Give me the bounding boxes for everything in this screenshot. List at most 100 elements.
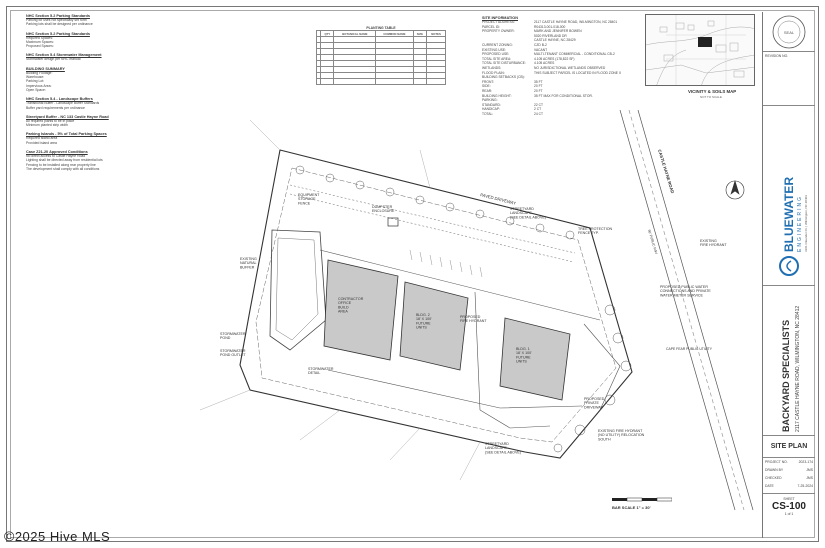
sheet-of: 1 of 1 bbox=[784, 512, 794, 517]
meta-value: JMS bbox=[806, 468, 813, 472]
revision-label: REVISION NO. bbox=[765, 54, 789, 58]
firm-box: BLUEWATER ENGINEERING 3101 Oleander Dr. … bbox=[763, 106, 815, 286]
site-info-row: PROPERTY OWNER:MARK AND JENNIFER BOWEN bbox=[482, 29, 622, 34]
plant-table-row bbox=[315, 36, 446, 44]
sheet-label: SHEET bbox=[783, 497, 795, 501]
note-line: Parking Lot: bbox=[26, 79, 45, 84]
site-info-key: TOTAL: bbox=[482, 111, 494, 116]
note-line: All required plants to be in place bbox=[26, 118, 75, 123]
note-heading: Streetyard Buffer - NC 133 Castle Hayne … bbox=[26, 114, 109, 119]
vicinity-map-label: VICINITY & SOILS MAP bbox=[688, 89, 737, 94]
note-line: Parking for uses not specifically set fo… bbox=[26, 18, 87, 22]
planting-table-title: PLANTING TABLE bbox=[366, 26, 396, 30]
site-info-row: EXISTING USE:VACANT bbox=[482, 48, 622, 53]
site-info-row: STANDARD:22 CT bbox=[482, 103, 622, 108]
seal-box: SEAL bbox=[763, 12, 815, 52]
site-info-value: 24 CT bbox=[534, 111, 543, 116]
site-info-key: BUILDING HEIGHT: bbox=[482, 93, 512, 98]
site-info-value: MARK AND JENNIFER BOWEN bbox=[534, 29, 582, 34]
sheet-number-box: SHEET CS-100 1 of 1 bbox=[763, 494, 815, 538]
site-info-row: 5020 RIVERLAND DR bbox=[482, 34, 622, 39]
stormwater-pond bbox=[269, 229, 327, 351]
vicinity-map bbox=[645, 14, 755, 86]
plant-table-cell bbox=[320, 78, 335, 86]
label-row-66: 66' PUBLIC R/W bbox=[647, 229, 658, 255]
building-2 bbox=[399, 281, 469, 371]
site-info-key: TOTAL SITE DISTURBANCE: bbox=[482, 61, 526, 66]
svg-text:BLUEWATER: BLUEWATER bbox=[782, 177, 796, 252]
site-info-key: FLOOD PLAIN: bbox=[482, 70, 505, 75]
site-info-value: 22 CT bbox=[534, 102, 543, 107]
property-boundary bbox=[239, 149, 633, 459]
sheet-number: CS-100 bbox=[772, 501, 806, 513]
meta-key: CHECKED bbox=[765, 476, 782, 480]
note-line: Building Footage: bbox=[26, 70, 53, 75]
site-information: SITE INFORMATION PROJECT ADDRESS:2117 CA… bbox=[482, 16, 622, 116]
site-info-row: REAR:20 FT bbox=[482, 89, 622, 94]
plant-table-cell bbox=[412, 78, 428, 86]
note-line: Transitional Buffer - Landscape Buffer S… bbox=[26, 101, 100, 106]
sheet-title: SITE PLAN bbox=[770, 443, 808, 450]
site-info-key: TOTAL SITE AREA: bbox=[482, 56, 512, 61]
site-info-value: CZD B-2 bbox=[534, 42, 547, 47]
title-block-meta-row: PROJECT NO.2023-174 bbox=[763, 458, 815, 466]
note-line: Fencing to be installed along rear prope… bbox=[26, 162, 96, 167]
north-arrow bbox=[725, 179, 745, 200]
title-block: SEAL REVISION NO. BLUEWATER ENGINEERING … bbox=[762, 12, 815, 538]
site-info-row: PARKING: bbox=[482, 98, 622, 103]
note-heading: NHC Section 5.4 Stormwater Management bbox=[26, 53, 102, 58]
site-info-key: BUILDING SETBACKS (CB): bbox=[482, 75, 525, 80]
site-info-key: CURRENT ZONING: bbox=[482, 42, 513, 47]
note-line: Buffer yard requirements per ordinance bbox=[26, 105, 85, 110]
note-heading: NHC Section 5.2 Parking Standards bbox=[26, 31, 90, 36]
site-info-key: HANDICAP: bbox=[482, 107, 500, 112]
site-info-row: BUILDING SETBACKS (CB): bbox=[482, 75, 622, 80]
site-info-value: 20 FT bbox=[534, 84, 543, 89]
svg-text:2117 CASTLE HAYNE ROAD, WILMIN: 2117 CASTLE HAYNE ROAD, WILMINGTON, NC 2… bbox=[795, 306, 801, 432]
plant-table-cell bbox=[375, 78, 414, 86]
note-section: Parking Islands - 5% of Total Parking Sp… bbox=[26, 132, 176, 145]
site-info-value: NO JURISDICTIONAL WETLANDS OBSERVED bbox=[534, 65, 606, 70]
label-castle-hayne-road: CASTLE HAYNE ROAD bbox=[657, 149, 675, 194]
site-info-key: FRONT: bbox=[482, 79, 494, 84]
label-paved-driveway: PAVED DRIVEWAY bbox=[480, 192, 517, 206]
note-line: Warehouse: bbox=[26, 75, 45, 80]
site-info-value: 20 FT bbox=[534, 88, 543, 93]
site-info-row: FLOOD PLAIN:THIS SUBJECT PARCEL IS LOCAT… bbox=[482, 71, 622, 76]
building-1 bbox=[499, 317, 571, 401]
site-info-row: HANDICAP:2 CT bbox=[482, 107, 622, 112]
meta-value: JMS bbox=[806, 476, 813, 480]
site-info-row: TOTAL SITE AREA:4.105 ACRES (178,822 SF) bbox=[482, 57, 622, 62]
project-box: BACKYARD SPECIALISTS 2117 CASTLE HAYNE R… bbox=[763, 286, 815, 436]
site-info-value: 2117 CASTLE HAYNE ROAD, WILMINGTON, NC 2… bbox=[534, 20, 618, 24]
site-info-row: CASTLE HAYNE, NC 28429 bbox=[482, 38, 622, 43]
site-info-row: TOTAL SITE DISTURBANCE:4.105 ACRES bbox=[482, 61, 622, 66]
meta-key: PROJECT NO. bbox=[765, 460, 788, 464]
note-line: Lighting shall be directed away from res… bbox=[26, 158, 103, 163]
note-line: Parking lots shall be designed per ordin… bbox=[26, 22, 93, 27]
site-info-row: PROJECT ADDRESS:2117 CASTLE HAYNE ROAD, … bbox=[482, 20, 622, 25]
note-heading: Case Z21-20 Approved Conditions bbox=[26, 150, 88, 155]
site-info-row: CURRENT ZONING: CZD B-2 bbox=[482, 43, 622, 48]
site-info-value: 5020 RIVERLAND DR bbox=[534, 33, 567, 38]
watermark-text: 2025 Hive MLS bbox=[14, 529, 111, 544]
